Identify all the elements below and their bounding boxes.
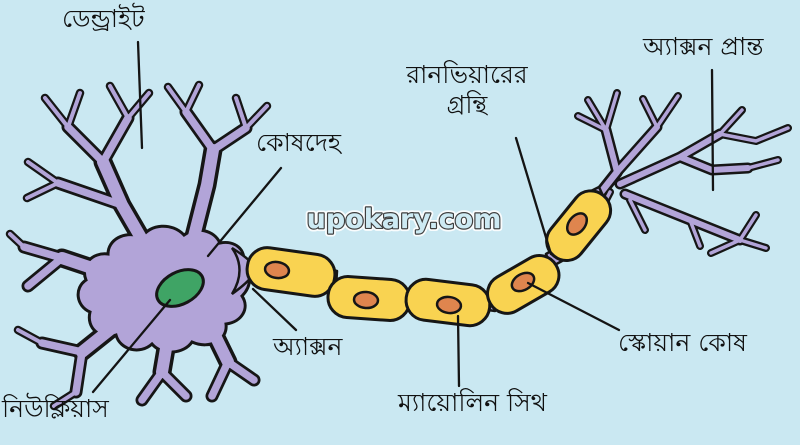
axon-group	[230, 185, 613, 328]
pointer-line-cell-body	[206, 166, 283, 258]
pointer-line-schwann-cell	[526, 281, 621, 332]
neuron-cell-body-group	[5, 80, 272, 411]
schwann-nucleus	[435, 295, 463, 315]
cell-nucleus	[155, 268, 205, 308]
pointer-line-nucleus	[91, 298, 172, 394]
watermark: upokary.com upokary.com upokary.com	[304, 201, 505, 238]
dendrite-fill-subbranches	[20, 108, 258, 404]
label-nucleus: নিউক্লিয়াস	[2, 394, 109, 423]
watermark-text-halo: upokary.com	[307, 204, 502, 235]
pointer-line-node-of-ranvier	[514, 136, 553, 256]
pointer-line-myelin-sheath	[456, 314, 461, 388]
myelin-segment	[245, 246, 337, 298]
label-dendrite: ডেন্ড্রাইট	[62, 4, 145, 33]
label-axon: অ্যাক্সন	[273, 332, 343, 361]
schwann-cell-nuclei	[263, 212, 589, 315]
pointer-line-dendrite	[136, 40, 144, 150]
terminal-fill-branches	[603, 124, 751, 243]
watermark-text: upokary.com	[307, 204, 502, 235]
schwann-nucleus	[263, 260, 291, 280]
label-node-of-ranvier: রানভিয়ারের গ্রন্থি	[406, 60, 528, 119]
pointer-line-axon-terminal	[710, 68, 715, 192]
schwann-nucleus	[510, 271, 536, 293]
label-axon-terminal: অ্যাক্সন প্রান্ত	[643, 32, 764, 61]
label-cell-body: কোষদেহ	[256, 128, 341, 157]
schwann-nucleus	[565, 212, 589, 236]
label-schwann-cell: স্কোয়ান কোষ	[618, 328, 747, 357]
dendrite-fill-twigs	[8, 83, 269, 408]
pointer-lines	[91, 40, 715, 394]
schwann-nucleus	[352, 290, 380, 310]
label-myelin-sheath: ম্যায়োলিন সিথ	[398, 388, 547, 417]
pointer-line-axon	[251, 287, 298, 332]
watermark-text-outline: upokary.com	[307, 204, 502, 235]
axon-terminal-branches	[574, 89, 792, 257]
